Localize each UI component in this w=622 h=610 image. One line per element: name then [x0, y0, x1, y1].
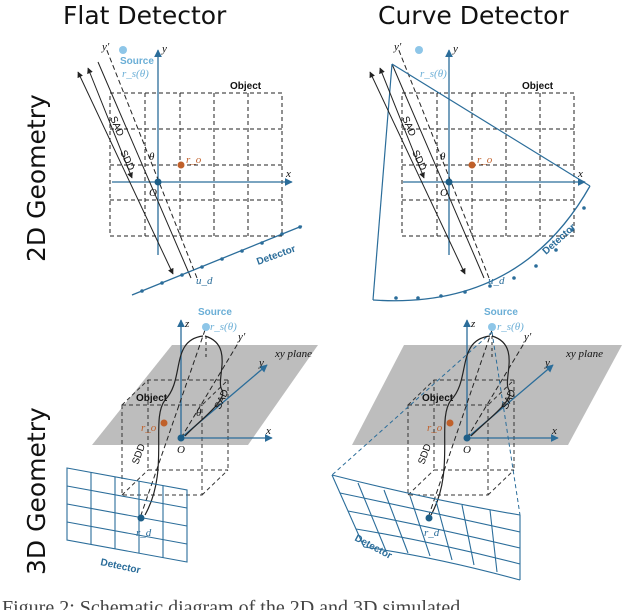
detector-point	[137, 514, 145, 522]
detector-vector-label: r_d	[136, 527, 152, 539]
central-ray	[427, 329, 493, 519]
object-point	[177, 161, 185, 169]
sdd-brace	[144, 335, 204, 516]
detector-label: Detector	[353, 533, 394, 562]
z-axis-label: z	[470, 318, 476, 330]
object-point	[446, 419, 454, 427]
sdd-label: SDD	[130, 442, 148, 466]
ud-label: u_d	[196, 275, 213, 287]
y-prime-label: y'	[523, 331, 532, 343]
sad-brace	[184, 335, 224, 437]
y-prime-axis	[180, 339, 241, 439]
detector-point	[425, 514, 433, 522]
detector-pixels	[140, 225, 302, 293]
y-prime-label: y'	[237, 331, 246, 343]
origin-label: O	[177, 444, 185, 456]
theta-label: θ	[440, 151, 446, 163]
y-axis-label: y	[544, 357, 550, 369]
y-prime-label: y'	[393, 41, 402, 53]
source-point	[488, 323, 496, 331]
origin-label: O	[463, 444, 471, 456]
central-ray	[391, 63, 485, 279]
x-axis-label: x	[285, 168, 291, 180]
object-cube	[121, 379, 230, 496]
title-flat-detector: Flat Detector	[63, 1, 227, 30]
source-vector-label: r_s(θ)	[122, 68, 149, 80]
sad-brace	[470, 335, 511, 437]
detector-label: Detector	[99, 557, 141, 576]
origin-point	[154, 178, 162, 186]
source-point	[119, 46, 127, 54]
beam-edge-right	[491, 331, 521, 516]
y-axis-label: y	[258, 357, 264, 369]
title-curve-detector: Curve Detector	[378, 1, 569, 30]
object-vector-label: r_o	[186, 154, 202, 166]
y-prime-label: y'	[101, 41, 110, 53]
object-label: Object	[522, 81, 554, 92]
sdd-dimension	[369, 71, 466, 275]
xy-plane	[92, 345, 318, 445]
source-label: Source	[120, 56, 154, 67]
xy-plane-label: xy plane	[565, 348, 603, 360]
origin-point	[177, 434, 185, 442]
panel-2d-curve: x y y' SAD SDD Detector r_s(θ) O θ r_o O…	[369, 41, 591, 302]
panel-3d-flat: xy plane x y z y' SAD SDD θ	[66, 307, 318, 576]
figure-caption: Figure 2: Schematic diagram of the 2D an…	[2, 597, 460, 610]
xy-plane-label: xy plane	[274, 348, 312, 360]
detector-label: Detector	[541, 222, 579, 257]
theta-label: θ	[196, 407, 202, 419]
row-label-2d-geometry: 2D Geometry	[22, 94, 51, 262]
source-label: Source	[484, 307, 518, 318]
source-vector-label: r_s(θ)	[420, 68, 447, 80]
object-point	[468, 161, 476, 169]
detector-label: Detector	[255, 244, 297, 268]
object-label: Object	[230, 81, 262, 92]
flat-detector-grid	[66, 467, 188, 563]
z-axis-label: z	[184, 318, 190, 330]
source-label: Source	[198, 307, 232, 318]
x-axis-label: x	[551, 425, 557, 437]
x-axis-label: x	[265, 425, 271, 437]
curved-detector-arc	[372, 185, 591, 302]
origin-point	[463, 434, 471, 442]
source-vector-label: r_s(θ)	[210, 321, 237, 333]
xy-plane	[352, 345, 622, 445]
source-point	[415, 46, 423, 54]
row-label-3d-geometry: 3D Geometry	[22, 407, 51, 575]
y-prime-axis	[397, 47, 490, 279]
y-prime-axis	[466, 339, 527, 439]
y-axis-label: y	[452, 43, 458, 55]
x-axis-label: x	[577, 168, 583, 180]
object-vector-label: r_o	[477, 154, 493, 166]
curved-detector-grid	[331, 474, 521, 581]
ud-label: u_d	[488, 275, 505, 287]
object-point	[160, 419, 168, 427]
sdd-label: SDD	[416, 442, 434, 466]
object-vector-label: r_o	[141, 422, 157, 434]
object-label: Object	[136, 393, 168, 404]
central-ray	[139, 329, 206, 519]
detector-vector-label: r_d	[424, 527, 440, 539]
panel-2d-flat: x y y' SAD SDD Detector Source r_s(θ) O …	[77, 41, 303, 296]
object-cube	[407, 379, 516, 496]
sdd-dimension	[77, 71, 174, 275]
y-axis-label: y	[161, 43, 167, 55]
object-vector-label: r_o	[427, 422, 443, 434]
theta-label: θ	[149, 151, 155, 163]
source-point	[202, 323, 210, 331]
sdd-brace	[430, 335, 491, 516]
detector-pixels	[394, 206, 586, 300]
origin-label: O	[440, 187, 448, 199]
panel-3d-curve: xy plane x y z y' SAD SDD	[331, 307, 622, 581]
beam-edge-left	[331, 331, 493, 476]
origin-point	[445, 178, 453, 186]
source-vector-label: r_s(θ)	[497, 321, 524, 333]
object-label: Object	[422, 393, 454, 404]
origin-label: O	[149, 187, 157, 199]
